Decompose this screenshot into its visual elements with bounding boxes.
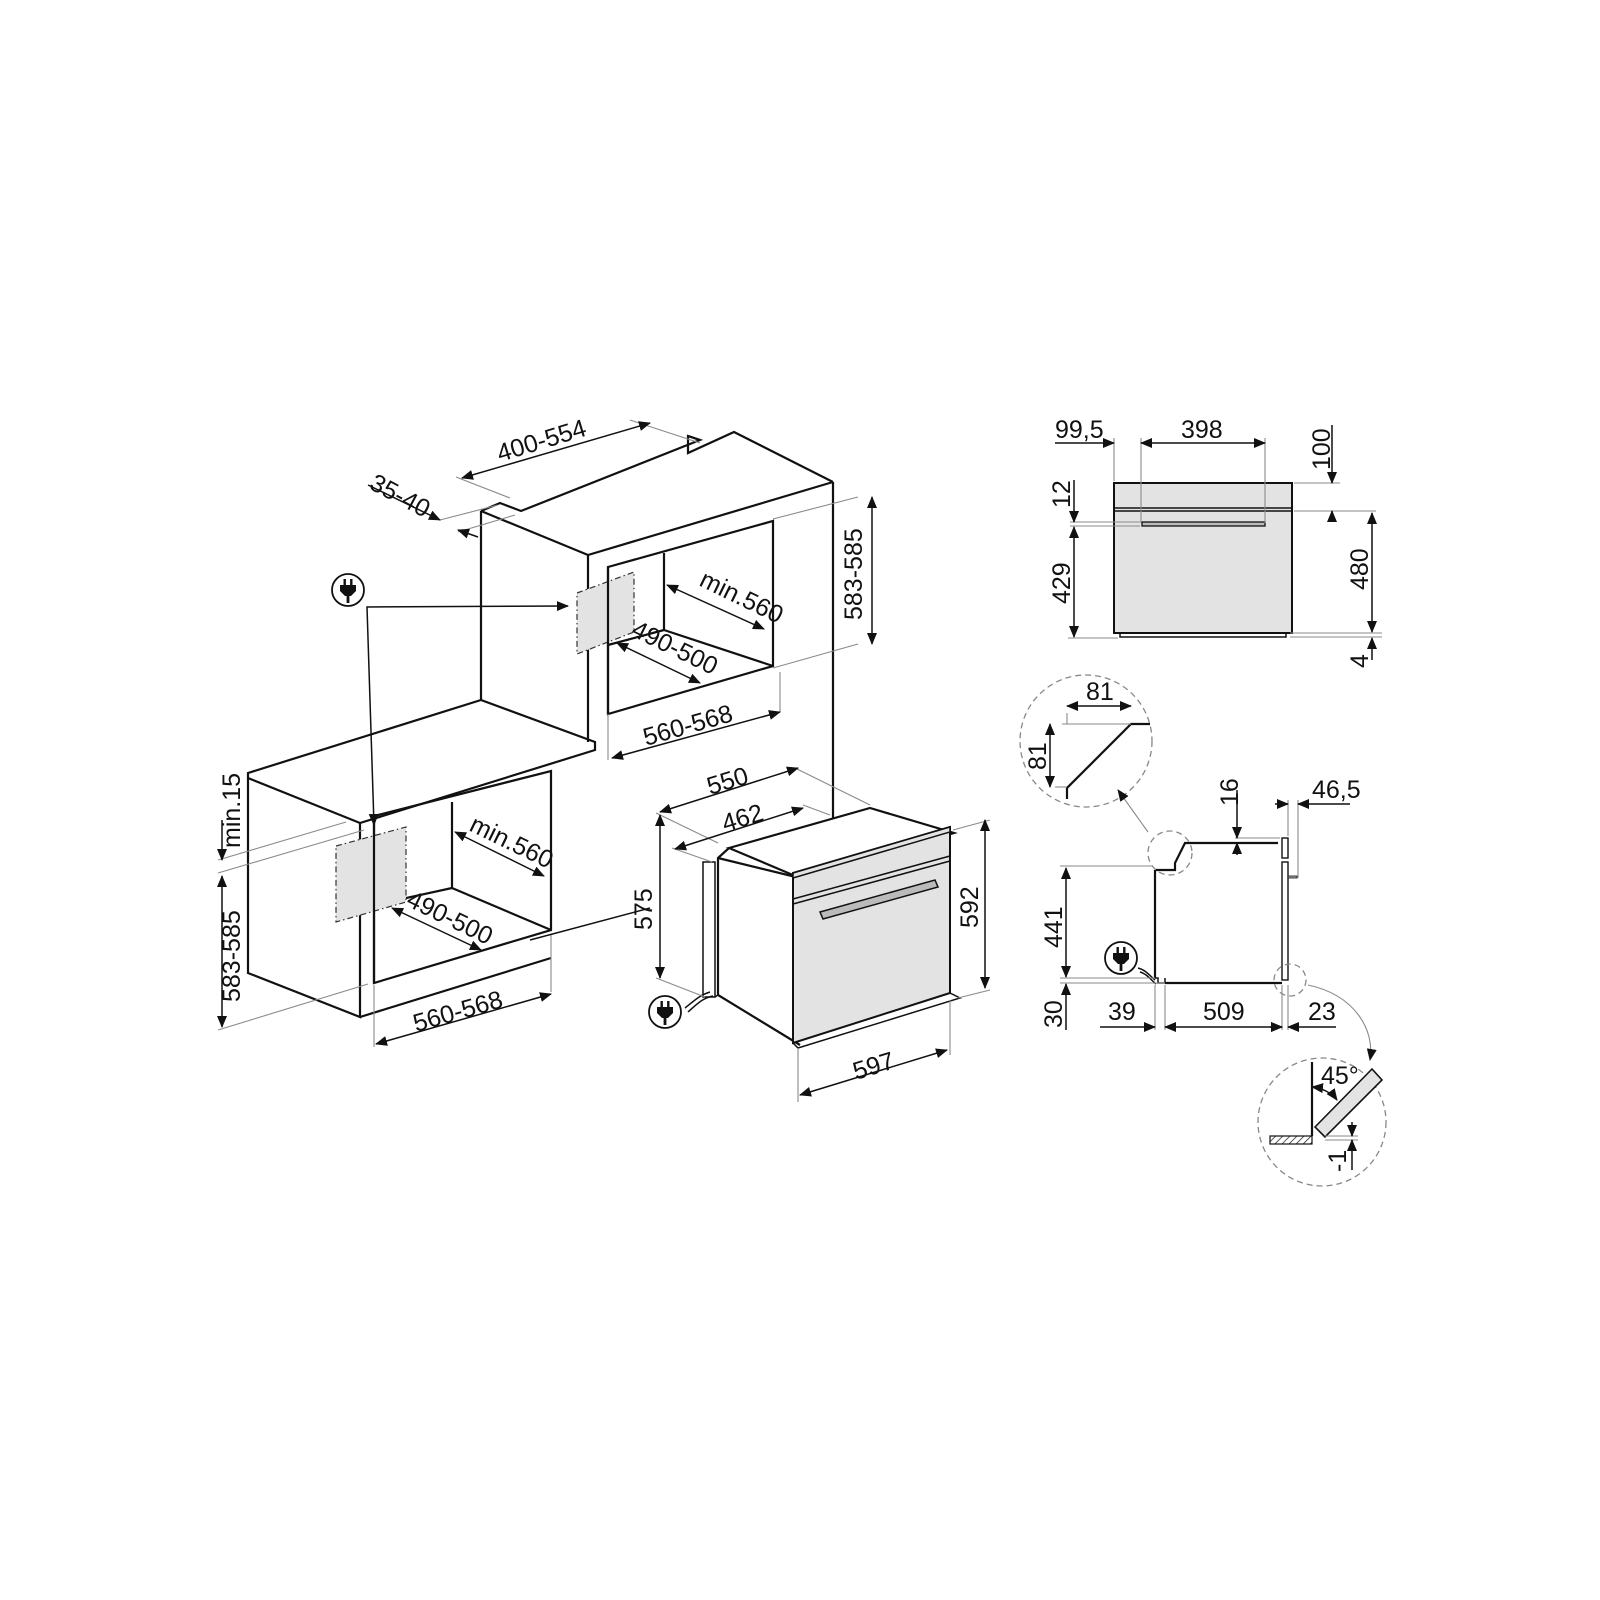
dim-chamfer-w: 81 [1086,678,1114,706]
socket-callout [331,573,569,826]
dim-inner-depth-under: min.560 [465,810,557,874]
front-view-dimensions: 99,5 398 100 12 429 480 4 [1048,416,1382,668]
door-angle-detail: 45° -1 [1257,1057,1387,1187]
dim-total-depth: 550 [704,762,752,801]
dim-handle-gap: 12 [1048,480,1076,508]
dim-door-to-handle: 429 [1048,562,1076,604]
oven-isometric [648,806,963,1049]
dim-top-offset: 16 [1216,778,1244,806]
dim-niche-width-under: 560-568 [410,986,506,1038]
dim-niche-height-under: 583-585 [218,910,246,1002]
plug-icon [648,995,682,1029]
chamfer-detail: 81 81 [1019,674,1153,833]
dim-front-height: 592 [956,886,984,928]
dim-base-height: 30 [1040,1000,1068,1028]
dim-top-panel: 100 [1308,428,1336,470]
undercounter-cabinet [246,769,553,1019]
dim-door-height: 480 [1346,548,1374,590]
dim-depth-top: 400-554 [494,414,590,468]
dim-angle: 45° [1321,1062,1359,1090]
dim-body-depth: 462 [719,799,767,838]
dim-bottom-gap: 4 [1346,654,1374,668]
dim-front-depth: 46,5 [1312,776,1361,804]
plug-icon [1104,941,1138,975]
dim-niche-width: 560-568 [640,700,736,752]
dim-recess: -1 [1324,1150,1352,1172]
dim-handle-width: 398 [1181,416,1223,444]
dim-front-width: 597 [850,1047,898,1086]
oven-side-view [1104,830,1307,997]
dim-back-offset: 39 [1108,998,1136,1026]
dim-top-gap: min.15 [218,773,246,848]
dim-chamfer-h: 81 [1024,742,1052,770]
column-cabinet [479,430,835,818]
dim-body-height: 575 [630,888,658,930]
dim-body-height-side: 441 [1040,906,1068,948]
dim-niche-height: 583-585 [840,528,868,620]
undercounter-dimensions: min.15 583-585 min.560 490-500 560-568 [217,773,651,1047]
dim-front-thickness: 23 [1308,998,1336,1026]
dim-back-gap: 35-40 [365,469,435,524]
dim-handle-offset: 99,5 [1055,416,1104,444]
dim-body-depth-side: 509 [1203,998,1245,1026]
oven-front-view [1113,482,1293,638]
plug-icon [331,573,365,607]
side-view-dimensions: 16 46,5 441 30 39 509 23 [1040,776,1377,1061]
dim-inner-height-under: 490-500 [402,885,497,950]
